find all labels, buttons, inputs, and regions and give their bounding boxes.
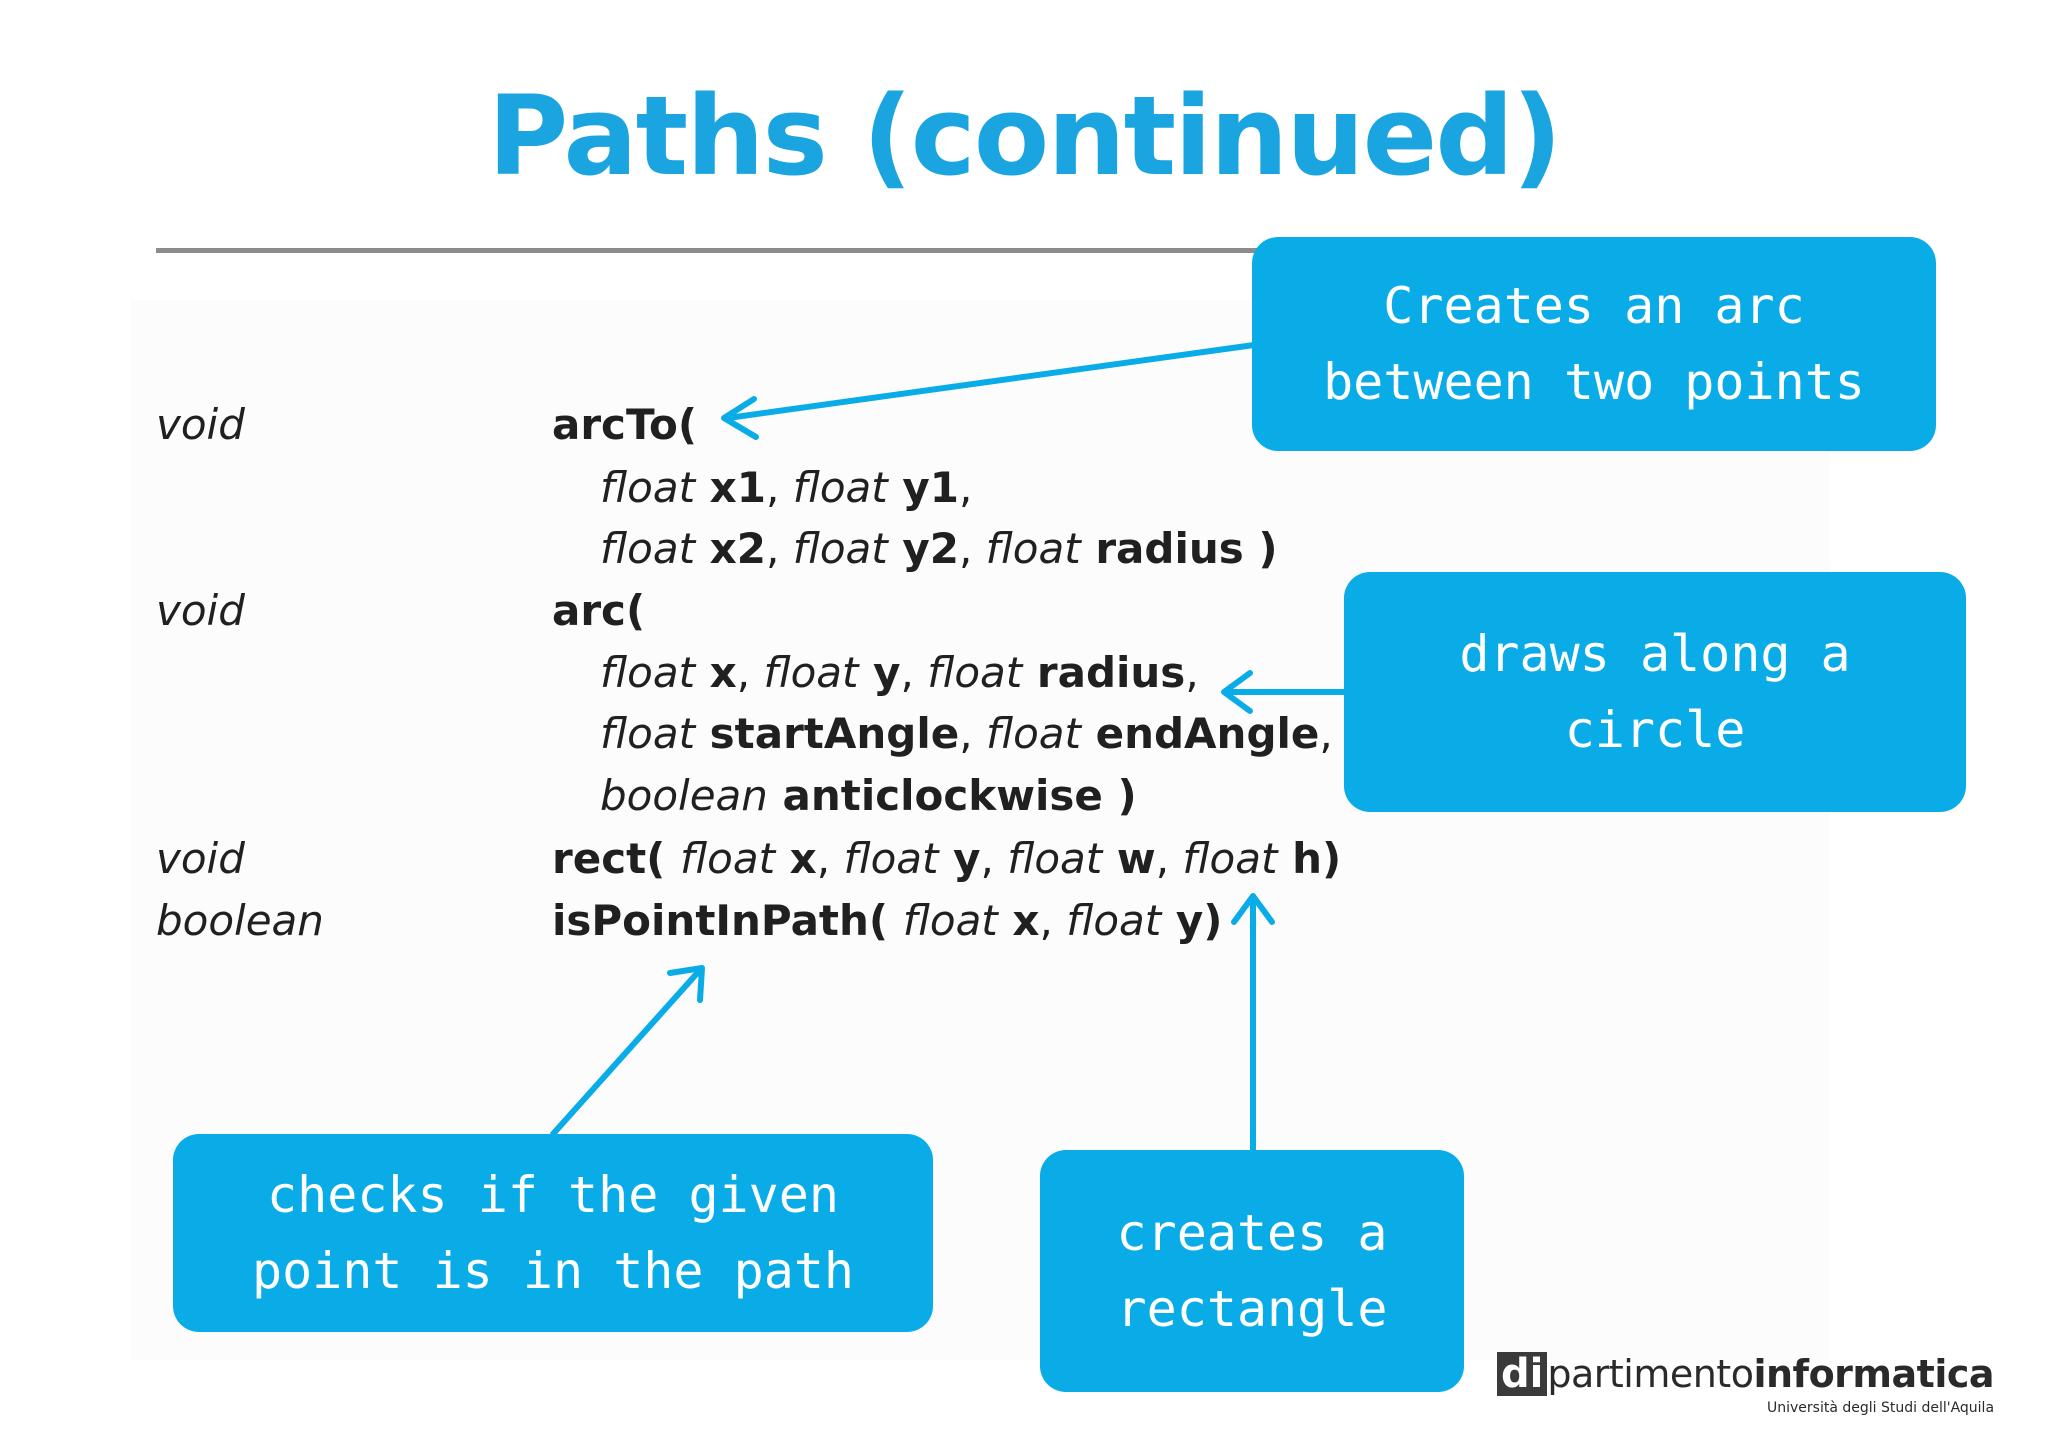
identifier: x2 (695, 524, 766, 573)
punctuation: , (959, 709, 986, 758)
signature-line: rect( float x, float y, float w, float h… (552, 838, 1341, 880)
arrow-to-rect (1231, 893, 1275, 1153)
param-type: float (1182, 834, 1278, 883)
identifier: x (695, 648, 737, 697)
punctuation: , (900, 648, 928, 697)
signature-line: arcTo( (552, 404, 697, 446)
param-type: float (792, 463, 888, 512)
param-type: float (843, 834, 939, 883)
identifier: isPointInPath( (552, 896, 903, 945)
callout-arc: draws along a circle (1344, 572, 1966, 812)
identifier: x (775, 834, 817, 883)
arrow-to-arcto (721, 342, 1257, 440)
param-type: float (1066, 896, 1162, 945)
identifier: anticlockwise ) (767, 771, 1137, 820)
department-logo: di partimento informatica Università deg… (1497, 1352, 1995, 1422)
param-type: float (680, 834, 776, 883)
param-type: float (763, 648, 859, 697)
punctuation: , (1185, 648, 1199, 697)
arrow-to-arc (1221, 670, 1347, 714)
punctuation: , (958, 524, 986, 573)
signature-line: float x2, float y2, float radius ) (600, 528, 1278, 570)
param-type: boolean (600, 771, 768, 820)
logo-university: Università degli Studi dell'Aquila (1766, 1400, 1995, 1416)
identifier: y (938, 834, 981, 883)
identifier: h) (1277, 834, 1342, 883)
punctuation: , (980, 834, 1008, 883)
slide-title: Paths (continued) (487, 72, 1562, 200)
punctuation: , (765, 463, 793, 512)
return-type-ispointinpath: boolean (156, 896, 324, 945)
signature-line: isPointInPath( float x, float y) (552, 900, 1222, 942)
param-type: float (600, 709, 696, 758)
param-type: float (600, 524, 696, 573)
signature-line: float x, float y, float radius, (600, 652, 1199, 694)
signature-line: float x1, float y1, (600, 467, 972, 509)
title-divider (156, 248, 1316, 253)
punctuation: , (1319, 709, 1333, 758)
param-type: float (985, 709, 1081, 758)
return-type-arc: void (156, 586, 245, 635)
callout-rect: creates a rectangle (1040, 1150, 1464, 1392)
identifier: arcTo( (552, 400, 698, 449)
punctuation: , (816, 834, 844, 883)
param-type: float (927, 648, 1023, 697)
punctuation: , (1155, 834, 1183, 883)
identifier: w (1102, 834, 1156, 883)
param-type: float (985, 524, 1081, 573)
logo-di-mark: di (1497, 1352, 1548, 1396)
signature-line: boolean anticlockwise ) (600, 775, 1137, 817)
identifier: radius (1022, 648, 1186, 697)
identifier: startAngle (695, 709, 960, 758)
logo-informatica: informatica (1753, 1352, 1995, 1396)
callout-ispointinpath: checks if the given point is in the path (173, 1134, 933, 1332)
return-type-rect: void (156, 834, 245, 883)
punctuation: , (1039, 896, 1067, 945)
identifier: y2 (887, 524, 959, 573)
identifier: x (997, 896, 1040, 945)
param-type: float (600, 463, 696, 512)
arrow-to-ispointinpath (550, 965, 705, 1137)
callout-arcto: Creates an arc between two points (1252, 237, 1936, 451)
identifier: radius ) (1080, 524, 1278, 573)
punctuation: , (958, 463, 973, 512)
signature-line: float startAngle, float endAngle, (600, 713, 1333, 755)
identifier: y1 (887, 463, 959, 512)
param-type: float (902, 896, 998, 945)
signature-line: arc( (552, 590, 645, 632)
logo-partimento: partimento (1547, 1352, 1754, 1396)
identifier: arc( (552, 586, 646, 635)
param-type: float (792, 524, 888, 573)
return-type-arcto: void (156, 400, 245, 449)
identifier: x1 (695, 463, 766, 512)
identifier: y (858, 648, 901, 697)
identifier: rect( (552, 834, 680, 883)
param-type: float (1007, 834, 1103, 883)
identifier: endAngle (1080, 709, 1320, 758)
punctuation: , (765, 524, 793, 573)
identifier: y) (1161, 896, 1223, 945)
param-type: float (600, 648, 696, 697)
punctuation: , (736, 648, 764, 697)
